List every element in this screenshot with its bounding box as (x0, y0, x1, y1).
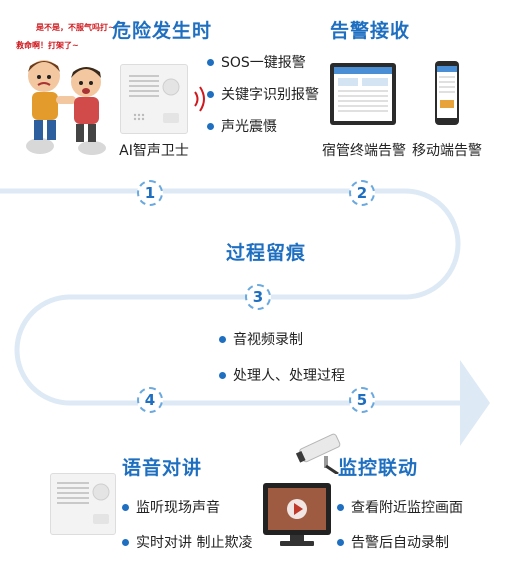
bullet-dot (219, 371, 226, 379)
danger-item-sos: SOS一键报警 (207, 52, 306, 72)
ai-sound-guard-device (120, 64, 188, 134)
alarm-title: 告警接收 (330, 20, 411, 42)
bullet-dot (337, 538, 344, 546)
mobile-phone-icon (435, 61, 459, 125)
speaker-grille-icon (129, 75, 180, 123)
intercom-item-realtime: 实时对讲 制止欺凌 (122, 532, 252, 552)
danger-item-keyword: 关键字识别报警 (207, 84, 319, 104)
intercom-item-text: 实时对讲 制止欺凌 (136, 535, 253, 551)
dorm-terminal-screen-icon (330, 63, 396, 125)
danger-title: 危险发生时 (112, 20, 213, 42)
flow-arrowhead (460, 360, 490, 446)
speech-line-1: 是不是，不服气吗打~ (36, 23, 115, 32)
fighting-kids-illustration (26, 60, 106, 155)
monitor-title: 监控联动 (338, 457, 419, 479)
step-marker-5: 5 (349, 387, 375, 413)
step-marker-2: 2 (349, 180, 375, 206)
speaker-grille-icon (57, 482, 110, 524)
bullet-dot (219, 335, 226, 343)
bullet-dot (207, 58, 214, 66)
monitor-screen-icon (263, 483, 331, 546)
intercom-title: 语音对讲 (122, 457, 203, 479)
step-marker-4: 4 (137, 387, 163, 413)
trace-item-av-record: 音视频录制 (219, 329, 303, 349)
danger-item-text: 声光震慑 (221, 119, 277, 135)
bullet-dot (207, 90, 214, 98)
danger-item-text: 关键字识别报警 (221, 87, 319, 103)
step-marker-3: 3 (245, 284, 271, 310)
intercom-device (50, 473, 116, 535)
danger-item-text: SOS一键报警 (221, 55, 306, 71)
monitor-item-auto-record: 告警后自动录制 (337, 532, 449, 552)
speech-line-2: 救命啊！打架了~ (16, 41, 79, 50)
danger-item-sound-light: 声光震慑 (207, 116, 277, 136)
trace-title: 过程留痕 (226, 242, 307, 264)
ai-device-label: AI智声卫士 (119, 143, 189, 159)
intercom-item-listen: 监听现场声音 (122, 497, 220, 517)
monitor-item-text: 查看附近监控画面 (351, 500, 463, 516)
trace-item-text: 处理人、处理过程 (233, 368, 345, 384)
bullet-dot (207, 122, 214, 130)
monitor-item-text: 告警后自动录制 (351, 535, 449, 551)
trace-item-handler: 处理人、处理过程 (219, 365, 345, 385)
step-marker-1: 1 (137, 180, 163, 206)
alarm-item-dorm-terminal: 宿管终端告警 (322, 143, 406, 159)
alarm-item-mobile: 移动端告警 (412, 143, 482, 159)
bullet-dot (122, 538, 129, 546)
trace-item-text: 音视频录制 (233, 332, 303, 348)
monitor-item-view-nearby: 查看附近监控画面 (337, 497, 463, 517)
intercom-item-text: 监听现场声音 (136, 500, 220, 516)
bullet-dot (122, 503, 129, 511)
cctv-camera-icon (295, 433, 341, 474)
bullet-dot (337, 503, 344, 511)
sound-wave-icon (194, 86, 205, 112)
